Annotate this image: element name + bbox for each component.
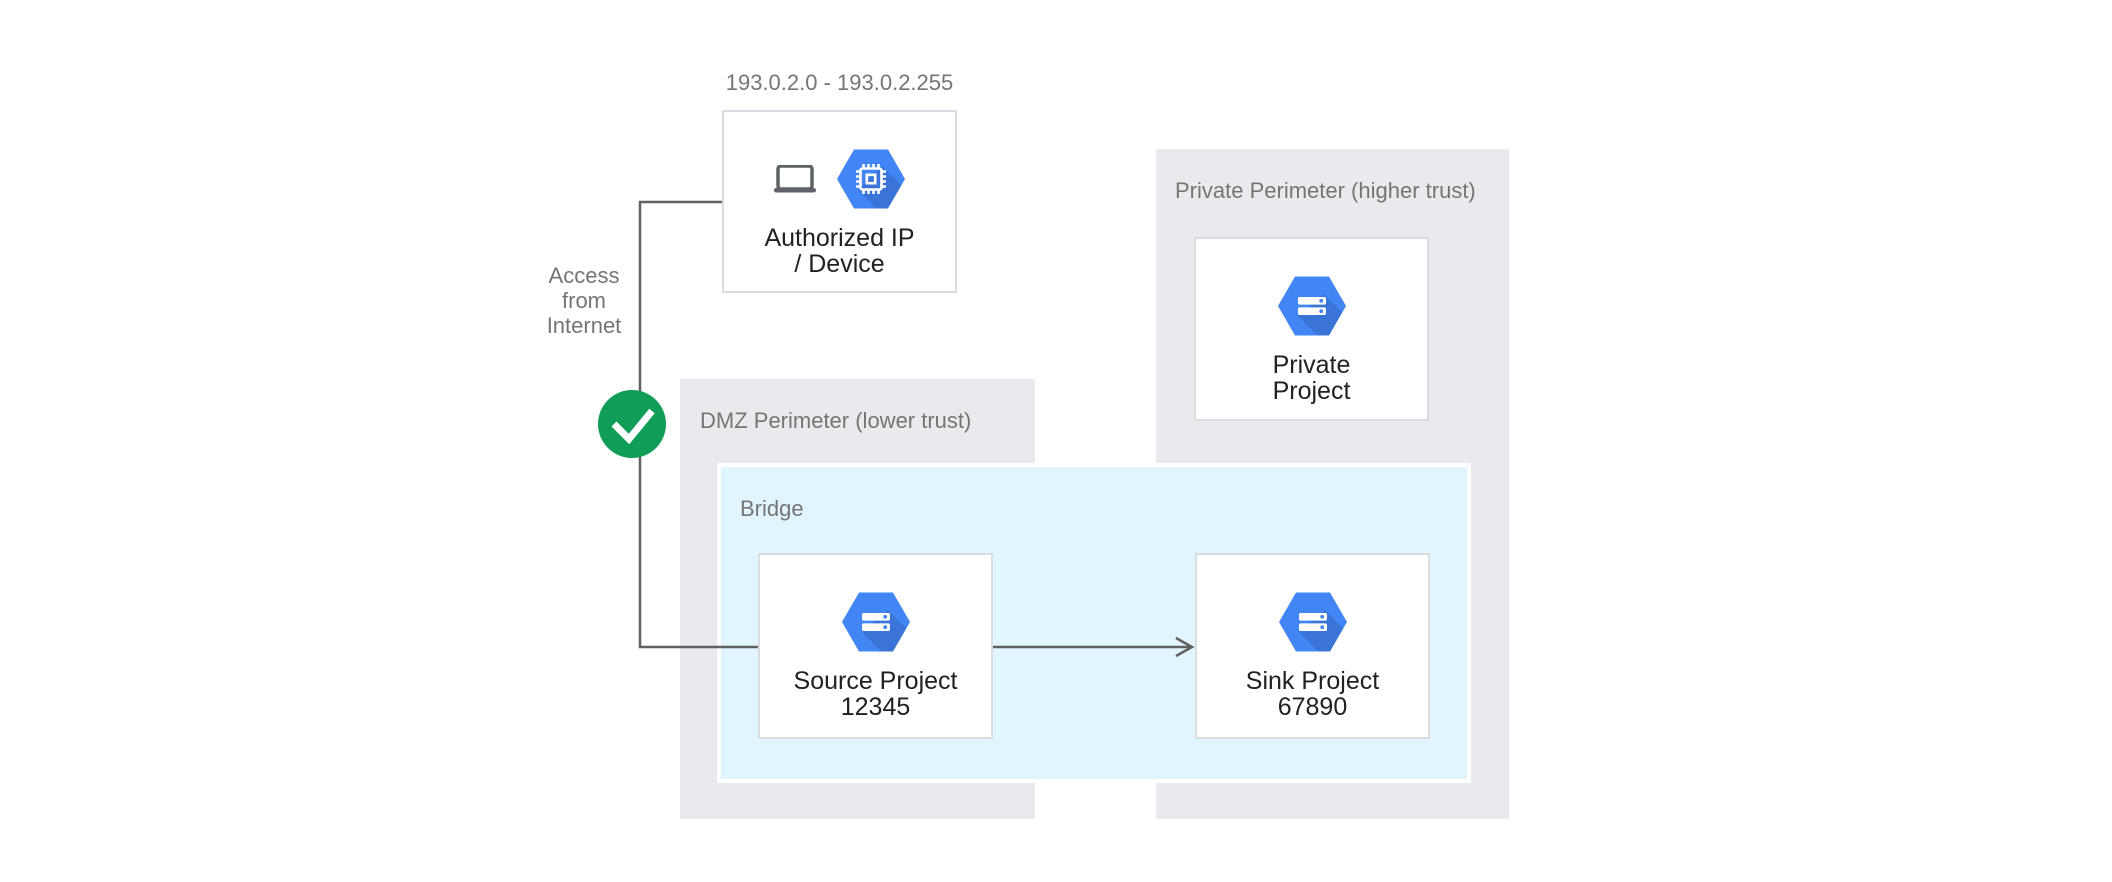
access-label-line: Access [548,263,620,288]
servers-hexagon-icon [1278,592,1347,652]
node-title-line: Authorized IP [764,224,915,252]
node-icons [840,592,912,652]
node-icons [1277,592,1349,652]
node-title: Private Project [1273,352,1351,404]
access-from-internet-label: Access from Internet [504,263,664,338]
node-title-line: 12345 [840,693,911,721]
check-circle-icon [598,390,666,458]
ip-range-label: 193.0.2.0 - 193.0.2.255 [725,70,954,95]
node-title-line: / Device [794,250,885,278]
node-title: Authorized IP / Device [764,225,914,277]
bridge-label: Bridge [740,496,804,521]
node-icons [773,149,907,209]
chip-hexagon-icon [836,149,905,209]
node-title: Source Project 12345 [794,668,958,720]
private-perimeter-label: Private Perimeter (higher trust) [1175,178,1476,203]
node-icons [1276,276,1348,336]
node-title-line: Private [1272,351,1351,379]
node-authorized-ip-device: Authorized IP / Device [722,110,957,293]
node-title-line: Project [1272,377,1351,405]
laptop-icon [773,165,816,193]
access-label-line: Internet [546,313,622,338]
dmz-perimeter-label: DMZ Perimeter (lower trust) [700,408,972,433]
node-title-line: Source Project [793,667,958,695]
node-source-project: Source Project 12345 [758,553,993,739]
node-private-project: Private Project [1194,237,1429,421]
node-sink-project: Sink Project 67890 [1195,553,1430,739]
access-label-line: from [562,288,606,313]
node-title: Sink Project 67890 [1246,668,1379,720]
servers-hexagon-icon [841,592,910,652]
node-title-line: Sink Project [1245,667,1380,695]
node-title-line: 67890 [1277,693,1348,721]
servers-hexagon-icon [1277,276,1346,336]
